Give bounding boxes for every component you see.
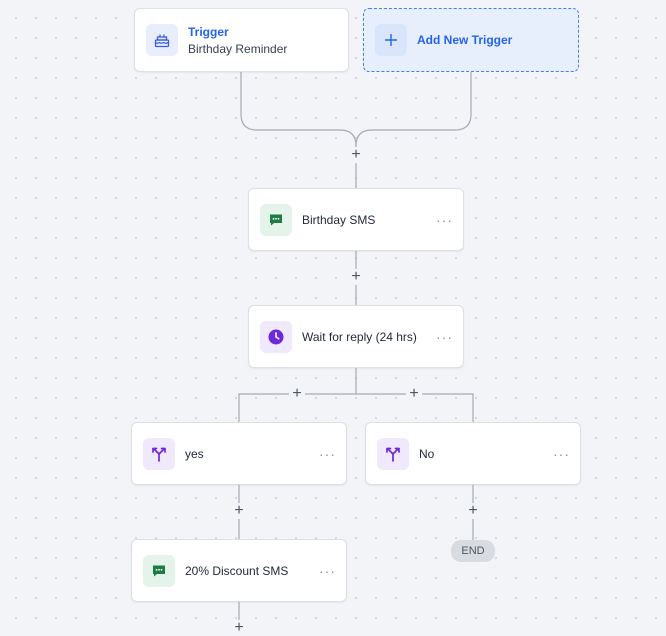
plus-icon: [375, 24, 407, 56]
trigger-title: Trigger: [188, 24, 229, 39]
step-discount-sms[interactable]: 20% Discount SMS ···: [131, 539, 347, 602]
branch-label: yes: [185, 446, 204, 461]
add-step-after-yes[interactable]: +: [231, 503, 247, 519]
add-step-yes-branch[interactable]: +: [289, 386, 305, 402]
add-step-after-trigger[interactable]: +: [348, 147, 364, 163]
add-step-after-discount[interactable]: +: [231, 620, 247, 636]
step-label: Wait for reply (24 hrs): [302, 329, 417, 344]
connector-trigger-merge: [240, 72, 357, 147]
connector-to-no: [356, 393, 474, 422]
add-new-trigger-button[interactable]: Add New Trigger: [363, 8, 579, 72]
step-birthday-sms[interactable]: Birthday SMS ···: [248, 188, 464, 251]
step-label: 20% Discount SMS: [185, 563, 289, 578]
more-options-icon[interactable]: ···: [553, 445, 570, 462]
branch-yes[interactable]: yes ···: [131, 422, 347, 485]
trigger-node[interactable]: Trigger Birthday Reminder: [134, 8, 349, 72]
add-step-after-birthday-sms[interactable]: +: [348, 269, 364, 285]
add-step-no-branch[interactable]: +: [406, 386, 422, 402]
add-step-after-no[interactable]: +: [465, 503, 481, 519]
branch-label: No: [419, 446, 435, 461]
cake-icon: [146, 24, 178, 56]
step-wait-for-reply[interactable]: Wait for reply (24 hrs) ···: [248, 305, 464, 368]
end-badge: END: [451, 540, 495, 562]
more-options-icon[interactable]: ···: [319, 445, 336, 462]
branch-icon: [377, 437, 409, 470]
trigger-text: Trigger Birthday Reminder: [188, 25, 287, 56]
more-options-icon[interactable]: ···: [436, 328, 453, 345]
branch-no[interactable]: No ···: [365, 422, 581, 485]
clock-icon: [260, 320, 292, 353]
add-new-trigger-label: Add New Trigger: [417, 33, 513, 47]
more-options-icon[interactable]: ···: [319, 562, 336, 579]
message-icon: [143, 554, 175, 587]
branch-icon: [143, 437, 175, 470]
trigger-subtitle: Birthday Reminder: [188, 41, 288, 56]
more-options-icon[interactable]: ···: [436, 211, 453, 228]
message-icon: [260, 203, 292, 236]
step-label: Birthday SMS: [302, 212, 376, 227]
